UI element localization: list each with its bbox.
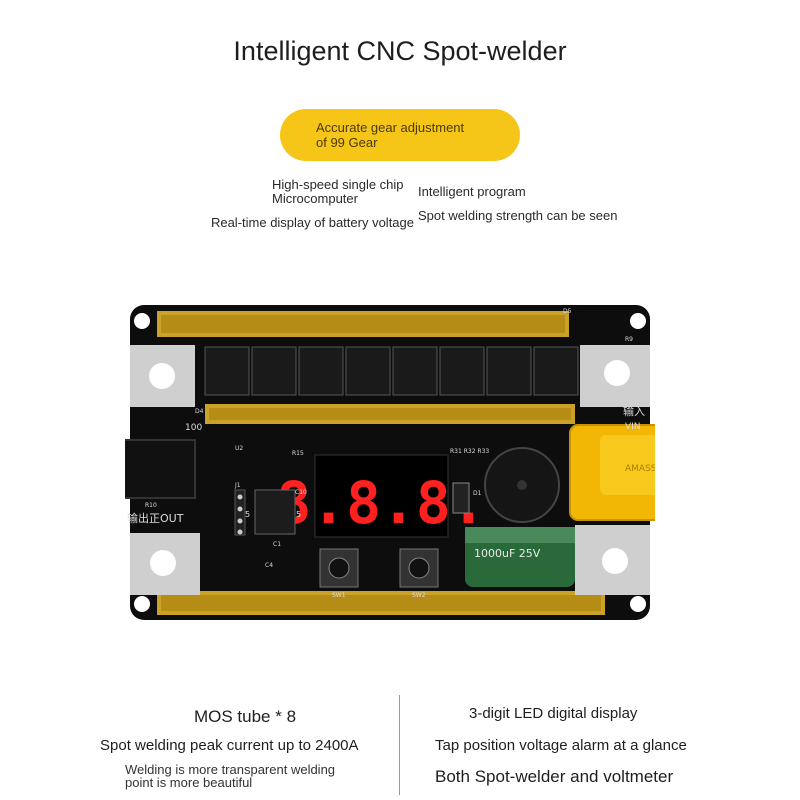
label-5: 5 [245, 510, 250, 519]
feature-mos: MOS tube * 8 [193, 707, 297, 726]
sw1-button [319, 548, 359, 588]
feature-transparent: Welding is more transparent welding poin… [125, 763, 365, 789]
label-vin: VIN [625, 422, 641, 432]
label-j1: J1 [234, 482, 241, 489]
feature-strength: Spot welding strength can be seen [418, 208, 618, 223]
label-sw1: SW1 [332, 592, 346, 599]
dc-jack [125, 439, 196, 499]
label-capacitor: 1000uF 25V [474, 547, 541, 560]
diode [452, 482, 470, 514]
label-in: 输入 [623, 404, 645, 418]
feature-transparent-line-2: point is more beautiful [125, 775, 253, 790]
pcb-board-image: 8.8.8. 输出正OUT 输入 VIN U2 [125, 305, 655, 620]
label-5b: 5 [296, 510, 301, 519]
label-r31: R31 R32 R33 [450, 448, 489, 455]
feature-chip-line-1: High-speed single chip [272, 177, 404, 192]
feature-transparent-line-1: Welding is more transparent welding [125, 762, 336, 777]
page-title: Intelligent CNC Spot-welder [233, 36, 567, 66]
label-connector: AMASS [625, 464, 655, 474]
sw2-button [399, 548, 439, 588]
label-d1: D1 [473, 490, 482, 497]
microcontroller-chip [254, 489, 296, 535]
gear-adjustment-badge: Accurate gear adjustment of 99 Gear [280, 109, 520, 161]
label-c1: C1 [273, 541, 281, 548]
label-sw2: SW2 [412, 592, 426, 599]
label-d4: D4 [195, 408, 204, 415]
buzzer [484, 447, 560, 523]
feature-program: Intelligent program [418, 184, 526, 199]
label-c4: C4 [265, 562, 273, 569]
mosfet-row [204, 346, 579, 396]
label-d5: D5 [563, 308, 572, 315]
weld-pads [130, 345, 650, 595]
gold-bus-bars [157, 311, 605, 615]
feature-both: Both Spot-welder and voltmeter [435, 767, 674, 786]
header-pins [234, 489, 246, 536]
xt60-connector [569, 424, 655, 521]
badge-line-1: Accurate gear adjustment [316, 120, 465, 135]
label-r10: R10 [145, 502, 157, 509]
label-u2: U2 [235, 445, 243, 452]
led-digits: 8.8.8. [276, 469, 486, 537]
label-c10: C10 [295, 489, 307, 496]
capacitor [465, 527, 575, 587]
label-100: 100 [185, 423, 202, 433]
mounting-holes [134, 313, 646, 612]
feature-peak: Spot welding peak current up to 2400A [100, 737, 359, 754]
led-display: 8.8.8. [276, 454, 486, 538]
feature-alarm: Tap position voltage alarm at a glance [435, 737, 687, 754]
badge-line-2: of 99 Gear [316, 135, 378, 150]
feature-led: 3-digit LED digital display [469, 705, 638, 722]
label-out: 输出正OUT [127, 511, 184, 525]
bottom-divider [399, 695, 400, 795]
feature-chip-line-2: Microcomputer [272, 191, 358, 206]
label-r9: R9 [625, 336, 633, 343]
feature-chip: High-speed single chip Microcomputer [272, 178, 422, 206]
feature-battery: Real-time display of battery voltage [210, 215, 414, 230]
label-r15: R15 [292, 450, 304, 457]
